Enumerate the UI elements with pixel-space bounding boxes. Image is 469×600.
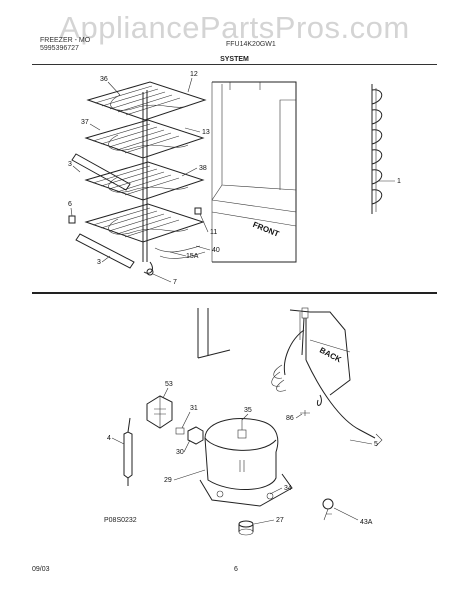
clamp-43a (322, 498, 334, 521)
callout-27: 27 (276, 517, 284, 524)
callout-86: 86 (286, 415, 294, 422)
watermark: AppliancePartsPros.com (59, 10, 410, 45)
relay-cover-31 (175, 427, 185, 435)
callout-3-upper: 3 (68, 161, 72, 168)
cabinet-liner (211, 81, 297, 263)
callout-53: 53 (165, 381, 173, 388)
header-part-number: 5995396727 (40, 45, 79, 52)
overload-relay-53 (146, 395, 173, 429)
callout-13: 13 (202, 129, 210, 136)
footer-date: 09/03 (32, 566, 50, 573)
callout-34: 34 (284, 485, 292, 492)
callout-30: 30 (176, 449, 184, 456)
diagram-code: P08S0232 (104, 517, 137, 524)
compressor (199, 418, 293, 507)
callout-15a: 15A (186, 253, 199, 260)
screw-86 (300, 410, 310, 416)
callout-5: 5 (374, 441, 378, 448)
callout-40: 40 (212, 247, 220, 254)
drain-part-7 (146, 268, 154, 276)
section-title: SYSTEM (220, 56, 249, 63)
condenser-coil (371, 84, 383, 214)
grommet-27 (238, 520, 254, 536)
callout-4: 4 (107, 435, 111, 442)
callout-31: 31 (190, 405, 198, 412)
callout-29: 29 (164, 477, 172, 484)
wiring-harness (271, 307, 383, 447)
callout-38: 38 (199, 165, 207, 172)
footer-page-number: 6 (234, 566, 238, 573)
callout-43a: 43A (360, 519, 373, 526)
section-divider (32, 292, 437, 294)
wire-shelves (68, 81, 207, 276)
header-model-line: FREEZER - MO (40, 37, 91, 44)
header-model-code: FFU14K20GW1 (226, 41, 276, 48)
callout-37: 37 (81, 119, 89, 126)
header-rule (32, 64, 437, 65)
callouts-upper: 36 12 37 13 3 38 1 6 11 40 15A 3 7 (68, 71, 401, 286)
cabinet-back-lower (197, 308, 351, 396)
callout-7: 7 (173, 279, 177, 286)
callout-35: 35 (244, 407, 252, 414)
back-label: BACK (318, 346, 343, 365)
callout-12: 12 (190, 71, 198, 78)
callout-11: 11 (210, 229, 217, 236)
callout-6: 6 (68, 201, 72, 208)
clip-part-11 (194, 207, 202, 215)
clip-part-6 (68, 215, 76, 224)
drier-filter-4 (123, 417, 133, 486)
callout-3-lower: 3 (97, 259, 101, 266)
callout-36: 36 (100, 76, 108, 83)
overload-protector-30 (187, 426, 204, 445)
callouts-lower: 53 31 35 86 4 30 5 29 34 27 43A (107, 381, 378, 526)
callout-1: 1 (397, 178, 401, 185)
